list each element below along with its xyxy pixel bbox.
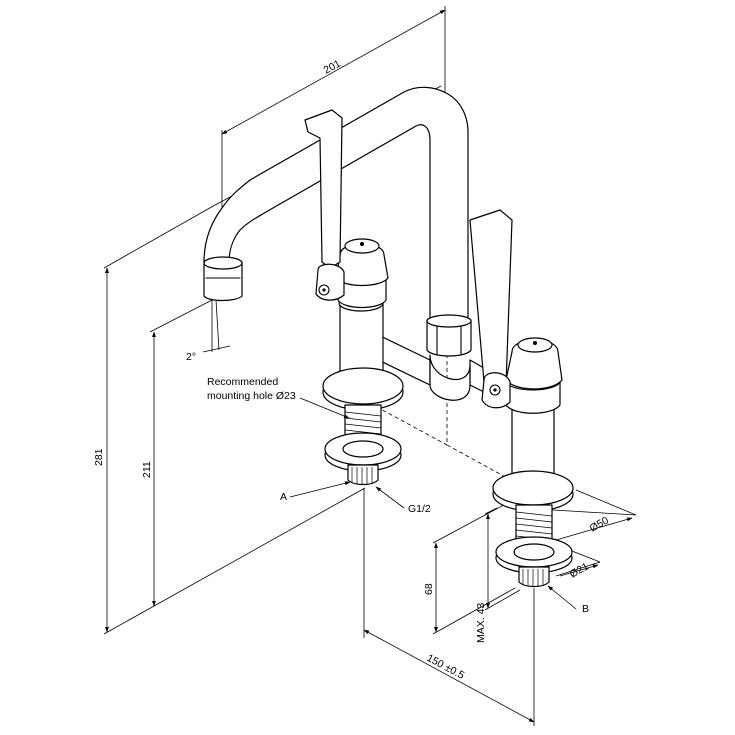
dim-spout-height: 211 — [141, 461, 153, 478]
thread-spec-label: G1/2 — [408, 503, 431, 515]
dim-max-thickness: MAX. 43 — [475, 603, 487, 643]
right-valve — [469, 209, 574, 512]
dim-spout-angle: 2° — [186, 351, 196, 363]
dim-centers: 150 ±0.5 — [425, 652, 467, 682]
dim-base-diameter: Ø50 — [588, 514, 611, 534]
mounting-note-line2: mounting hole Ø23 — [207, 390, 296, 402]
left-valve — [304, 109, 404, 411]
mounting-note-line1: Recommended — [207, 376, 278, 388]
right-shank — [495, 504, 573, 588]
dim-thread-diameter: Ø21 — [568, 560, 591, 580]
note-labels: Recommended mounting hole Ø23 A B G1/2 — [207, 376, 589, 615]
dim-total-height: 281 — [93, 448, 105, 466]
callout-a: A — [280, 491, 287, 503]
dim-shank-length: 68 — [423, 583, 435, 595]
dim-spout-reach: 201 — [322, 58, 343, 77]
callout-b: B — [582, 603, 589, 615]
left-shank — [324, 404, 402, 486]
leaders — [289, 397, 577, 610]
